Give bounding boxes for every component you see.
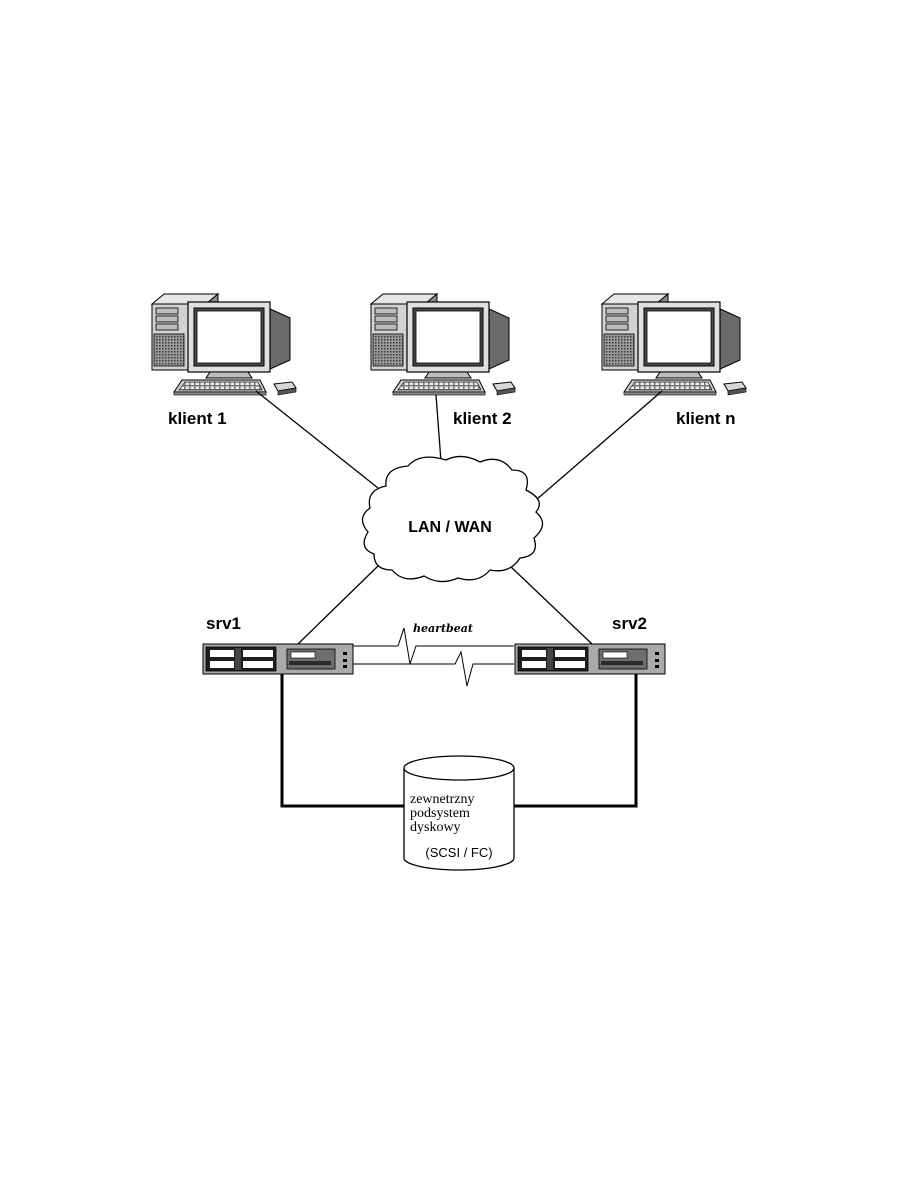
client-n-computer-icon	[601, 293, 747, 396]
heartbeat-link-2	[352, 650, 514, 687]
storage-line-2: podsystem	[410, 806, 470, 821]
link-srv1-network	[297, 565, 379, 645]
storage-description: zewnetrzny podsystem dyskowy	[410, 792, 478, 835]
storage-link-srv1	[280, 674, 406, 808]
storage-interface-label: (SCSI / FC)	[425, 845, 492, 860]
client-n-label: klient n	[676, 409, 736, 428]
srv2-server-icon	[514, 643, 666, 675]
srv2-label: srv2	[612, 614, 647, 633]
link-client-1	[255, 390, 379, 489]
storage-line-3: dyskowy	[410, 820, 461, 835]
srv1-label: srv1	[206, 614, 241, 633]
disk-subsystem-icon	[403, 755, 515, 871]
heartbeat-link-1	[352, 627, 514, 665]
storage-link-srv2	[514, 674, 638, 808]
client-2-computer-icon	[370, 293, 516, 396]
link-client-n	[535, 390, 663, 501]
client-1-label: klient 1	[168, 409, 227, 428]
network-label: LAN / WAN	[408, 519, 492, 536]
client-1-computer-icon	[151, 293, 297, 396]
network-cloud	[361, 455, 544, 583]
srv1-server-icon	[202, 643, 354, 675]
link-srv2-network	[509, 565, 593, 645]
storage-line-1: zewnetrzny	[410, 792, 475, 807]
heartbeat-label: heartbeat	[413, 622, 473, 635]
client-2-label: klient 2	[453, 409, 512, 428]
